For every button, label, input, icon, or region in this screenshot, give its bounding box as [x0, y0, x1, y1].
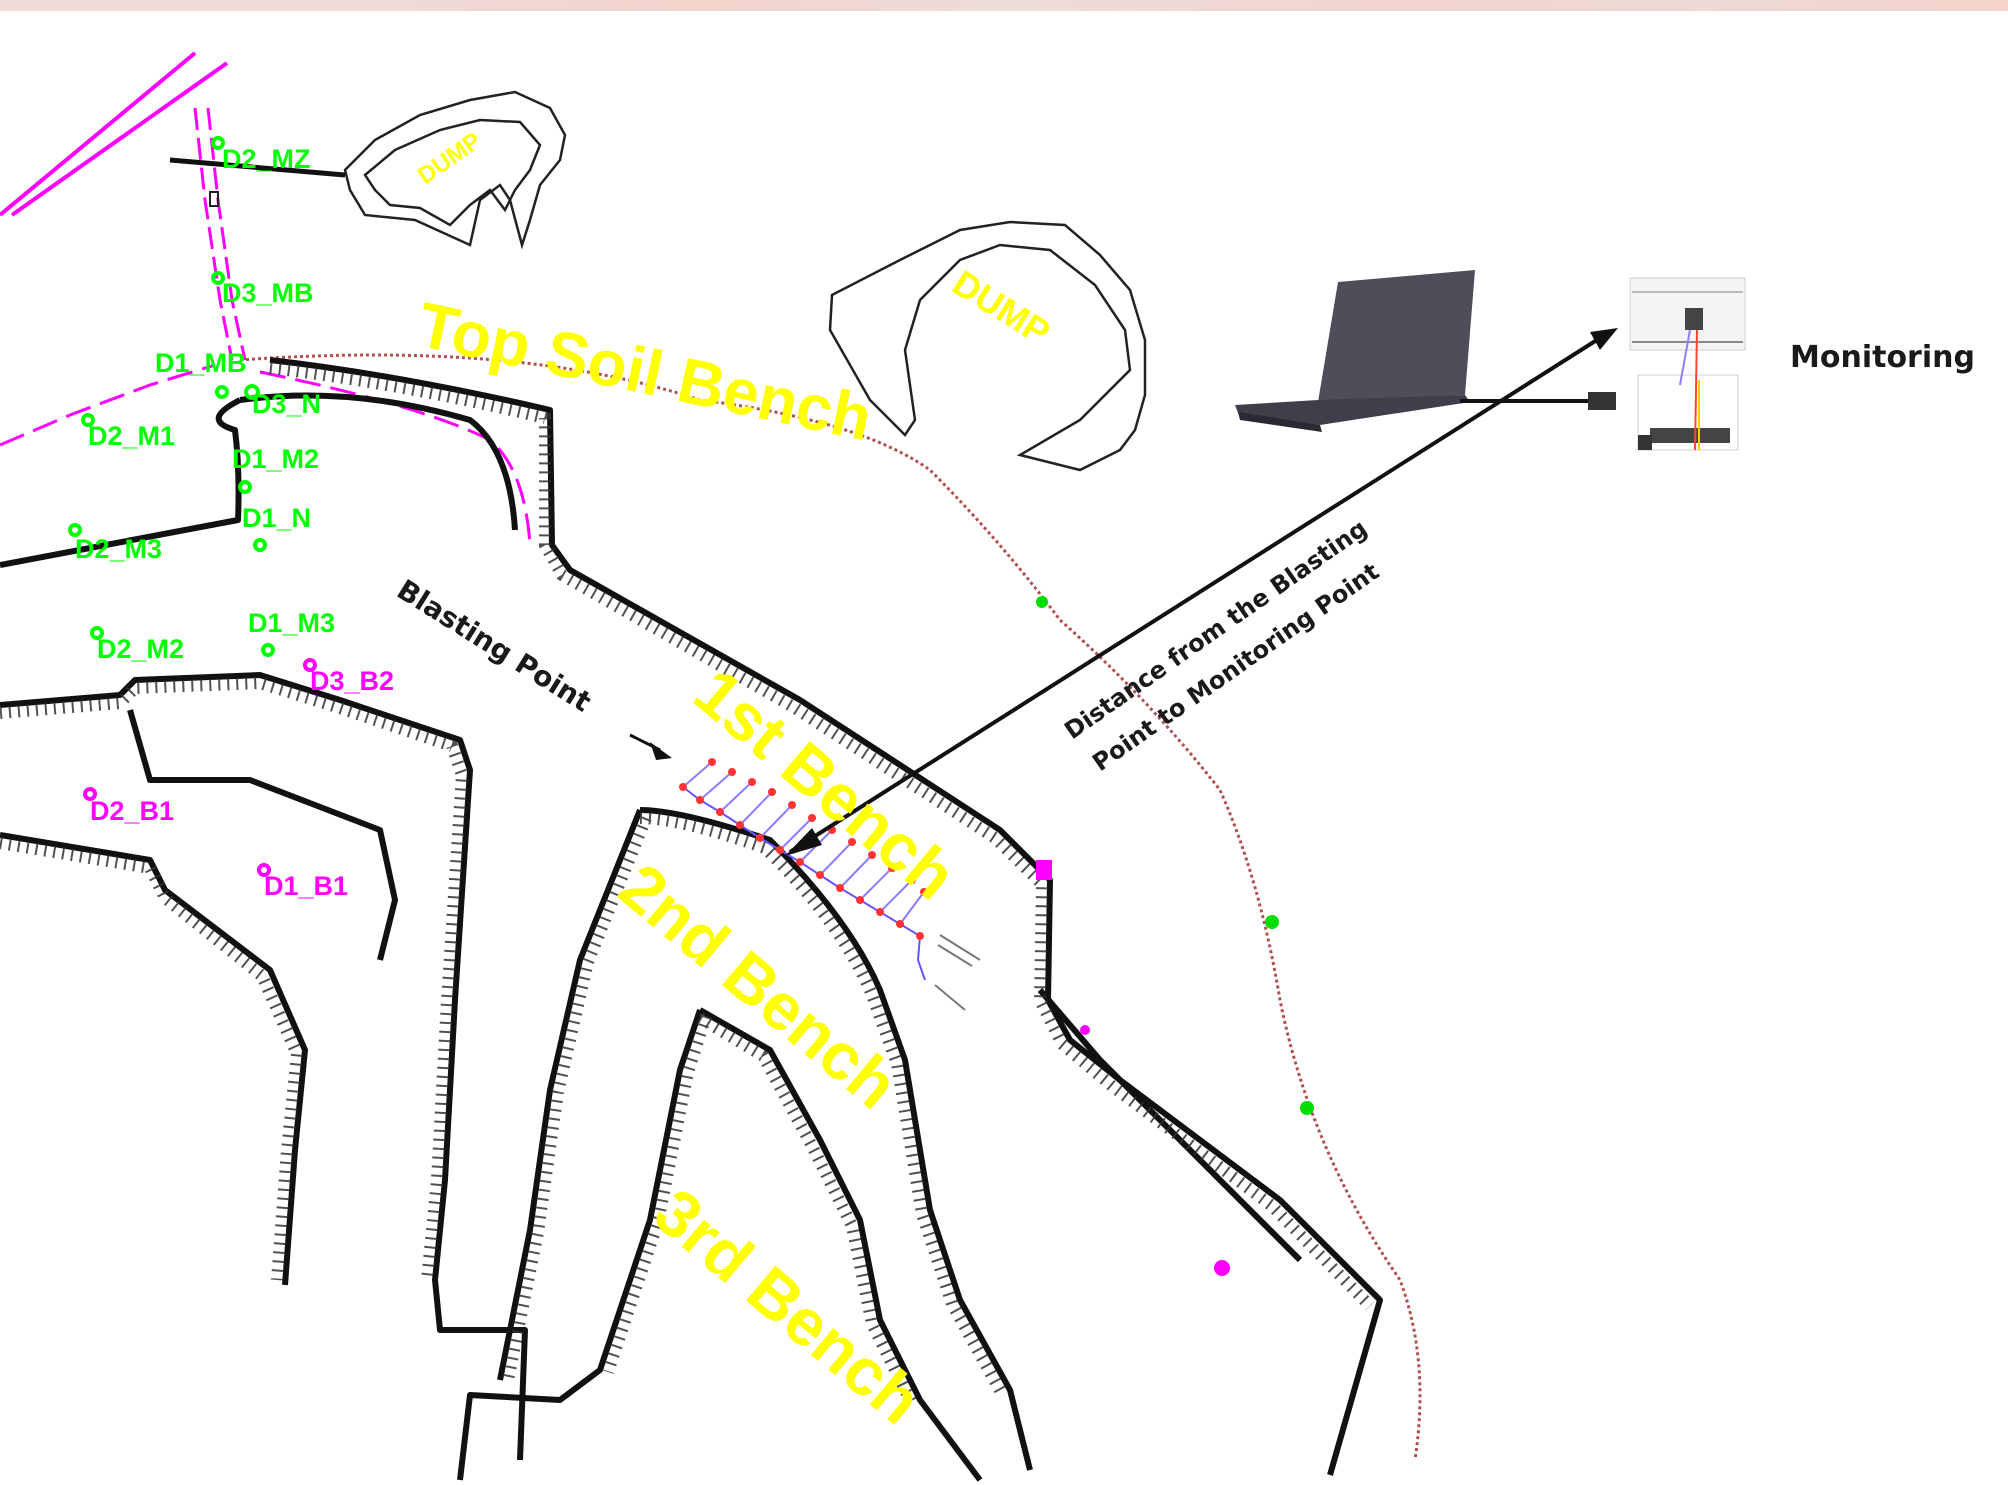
dump-area-1: [169, 90, 567, 250]
station-label: D2_M2: [97, 634, 184, 664]
station-label: D2_MZ: [222, 144, 311, 174]
dump-area-2: [828, 220, 1147, 472]
distance-label-line2: Point to Monitoring Point: [1087, 557, 1384, 777]
seismograph-device-icon: [1629, 277, 1746, 451]
bench-edge-markers: [1036, 860, 1230, 1276]
station-label: D3_MB: [222, 278, 314, 308]
blasting-point-label: Blasting Point: [391, 573, 597, 719]
pit-boundary-line: [239, 353, 1422, 1461]
station-label: D2_M3: [75, 534, 162, 564]
station-markers: [68, 136, 317, 877]
blasting-point-arrow: [629, 733, 672, 760]
bench-label-3rd: 3rd Bench: [641, 1174, 936, 1438]
station-label: D1_N: [242, 503, 311, 533]
bench-hatching: [0, 362, 1375, 1407]
blast-hole-pattern: [679, 758, 981, 1011]
station-label: D1_M2: [232, 444, 319, 474]
station-label: D2_M1: [88, 421, 175, 451]
bench-outlines: [0, 357, 1383, 1482]
distance-label-line1: Distance from the Blasting: [1059, 514, 1372, 745]
station-label: D1_M3: [248, 608, 335, 638]
laptop-icon: [1235, 270, 1475, 432]
usb-cable: [1460, 392, 1616, 410]
station-label: D3_N: [252, 389, 321, 419]
station-label: D1_MB: [155, 348, 247, 378]
top-border-band: [0, 0, 2008, 11]
dump-label-2: DUMP: [946, 262, 1058, 353]
monitoring-label: Monitoring: [1790, 340, 1975, 375]
haul-road-lines: [0, 51, 532, 546]
station-label: D3_B2: [310, 666, 394, 696]
station-label: D2_B1: [90, 796, 174, 826]
bench-label-2nd: 2nd Bench: [606, 849, 912, 1123]
distance-arrow: [785, 328, 1618, 856]
station-label: D1_B1: [264, 871, 348, 901]
